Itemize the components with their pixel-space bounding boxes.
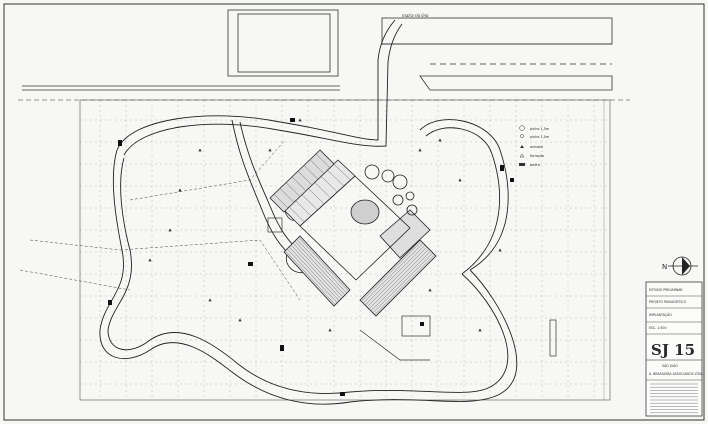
hatch-line — [290, 244, 342, 300]
title-line-b: A. BRASILEIRA ASSOCIADOS LTDA. — [649, 372, 703, 376]
hatch-line — [363, 243, 424, 304]
tree-mark — [168, 228, 172, 232]
title-line-a: SÃO JOÃO — [662, 363, 678, 368]
tree-mark — [418, 148, 422, 152]
legend-item: forração — [519, 153, 544, 158]
hatch-line — [315, 153, 331, 168]
title-block: ESTUDO PRELIMINAR PROJETO PAISAGÍSTICO I… — [645, 281, 703, 417]
hatch-line — [372, 252, 433, 313]
hatch-line — [294, 199, 312, 217]
tree-mark — [268, 148, 272, 152]
hatch-line — [303, 165, 319, 180]
tree-mark — [238, 318, 242, 322]
tree-mark — [458, 178, 462, 182]
hatch-line — [374, 254, 435, 315]
walking-path — [99, 19, 518, 405]
street-road — [18, 17, 630, 101]
north-arrow: N — [662, 256, 698, 276]
tree-symbols — [148, 118, 502, 332]
site-boundary — [79, 99, 611, 401]
hatch-line — [370, 250, 432, 312]
legend-label: forração — [530, 154, 544, 158]
building-complex — [269, 149, 437, 317]
hatch-line — [301, 193, 318, 211]
tree-mark — [298, 118, 302, 122]
legend-item: pinho 1,0m — [520, 134, 550, 139]
hatch-line — [292, 242, 344, 298]
legend-item: arbusto — [520, 145, 543, 149]
title-row: ESC. 1:500 — [649, 326, 666, 330]
title-row: ESTUDO PRELIMINAR — [649, 288, 683, 292]
tree-mark — [428, 288, 432, 292]
hatch-line — [307, 187, 325, 205]
title-block-fine-print — [650, 383, 698, 413]
hatch-line — [287, 248, 338, 303]
hatch-line — [309, 159, 325, 174]
legend-label: pinho 1,5m — [530, 127, 550, 131]
hatch-line — [285, 182, 301, 197]
hatch-line — [327, 169, 345, 187]
tree-mark — [328, 328, 332, 332]
existing-building-block — [22, 9, 340, 91]
legend-label: pedra — [530, 163, 540, 167]
legend-item: pinho 1,5m — [519, 125, 550, 131]
lower-structure — [267, 217, 557, 361]
tree-mark — [438, 138, 442, 142]
hatch-line — [279, 188, 295, 203]
legend-item: pedra — [519, 163, 540, 167]
hatch-line — [288, 205, 305, 223]
tree-mark — [208, 298, 212, 302]
tree-mark — [198, 148, 202, 152]
hatch-line — [368, 248, 430, 310]
sheet-border — [3, 3, 705, 421]
hatch-line — [361, 241, 422, 302]
planting-legend: pinho 1,5m pinho 1,0m arbusto forração p… — [519, 125, 550, 167]
hatch-line — [366, 246, 428, 308]
utility-lines — [19, 139, 301, 301]
building-hatching — [273, 153, 435, 315]
legend-label: arbusto — [530, 145, 543, 149]
hatch-line — [364, 244, 426, 306]
street-label: malra rio lino — [402, 13, 429, 18]
tree-mark — [178, 188, 182, 192]
hatch-line — [297, 170, 313, 186]
legend-label: pinho 1,0m — [530, 135, 550, 139]
hatch-line — [285, 250, 336, 305]
title-row: PROJETO PAISAGÍSTICO — [649, 299, 687, 304]
north-label: N — [662, 263, 667, 271]
hatch-line — [291, 176, 307, 192]
hatch-line — [288, 246, 340, 301]
tree-mark — [478, 328, 482, 332]
drawing-number: SJ 15 — [651, 341, 695, 359]
boundary-markers — [108, 118, 514, 396]
hatch-line — [298, 237, 349, 292]
hatch-line — [296, 239, 347, 294]
tree-mark — [498, 248, 502, 252]
hatch-line — [314, 181, 331, 199]
hatch-line — [333, 163, 351, 181]
hatch-line — [320, 175, 338, 193]
tree-mark — [148, 258, 152, 262]
hatch-line — [273, 194, 289, 209]
hatch-line — [294, 241, 346, 296]
title-row: IMPLANTAÇÃO — [649, 312, 672, 317]
